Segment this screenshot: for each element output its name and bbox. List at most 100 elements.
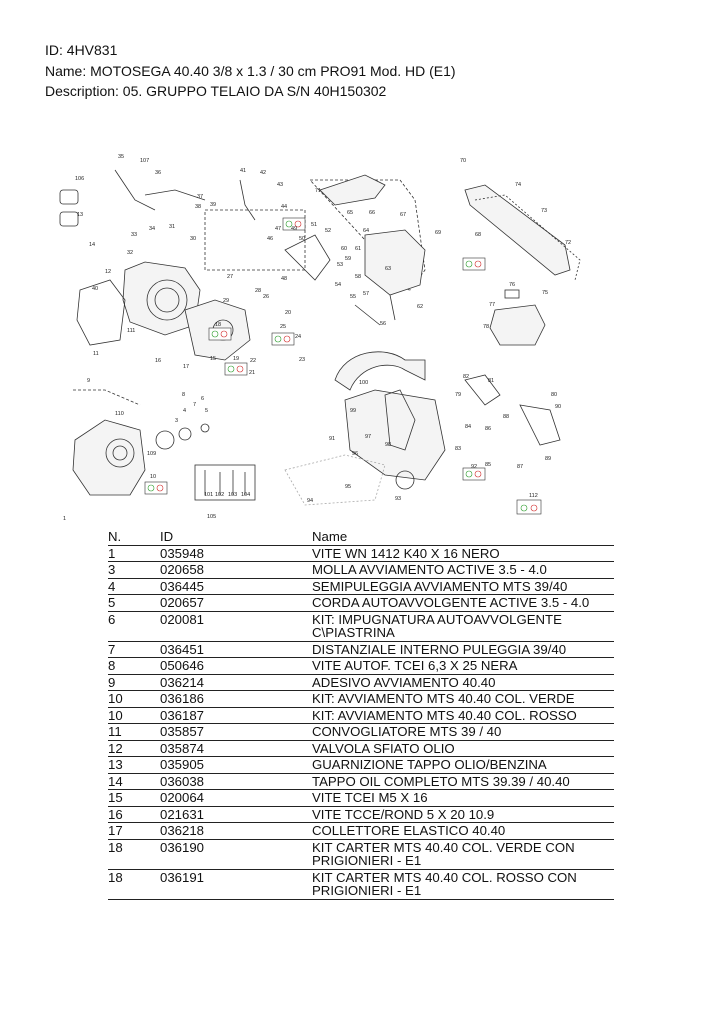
- cell-name: KIT: IMPUGNATURA AUTOAVVOLGENTE C\PIASTR…: [312, 611, 614, 642]
- callout-20: 20: [285, 310, 291, 316]
- cell-n: 3: [108, 561, 160, 579]
- callout-90: 90: [555, 404, 561, 410]
- callout-46: 46: [267, 236, 273, 242]
- callout-22: 22: [250, 358, 256, 364]
- callout-43: 43: [277, 182, 283, 188]
- part-name: Name: MOTOSEGA 40.40 3/8 x 1.3 / 30 cm P…: [45, 62, 456, 79]
- callout-31: 31: [169, 224, 175, 230]
- cell-n: 10: [108, 707, 160, 724]
- cell-id: 036187: [160, 707, 312, 724]
- cell-n: 5: [108, 594, 160, 612]
- callout-8: 8: [182, 392, 185, 398]
- callout-47: 47: [275, 226, 281, 232]
- air-filter-drawing: [489, 304, 546, 346]
- cell-name: VITE TCCE/ROND 5 X 20 10.9: [312, 806, 614, 823]
- cell-n: 6: [108, 611, 160, 642]
- callout-48: 48: [281, 276, 287, 282]
- cell-name: KIT CARTER MTS 40.40 COL. ROSSO CON PRIG…: [312, 869, 614, 900]
- color-swatch-45: [462, 257, 486, 271]
- callout-107: 107: [140, 158, 149, 164]
- cell-id: 021631: [160, 806, 312, 823]
- callout-53: 53: [337, 262, 343, 268]
- cell-name: KIT: AVVIAMENTO MTS 40.40 COL. VERDE: [312, 690, 614, 708]
- cell-name: GUARNIZIONE TAPPO OLIO/BENZINA: [312, 756, 614, 774]
- callout-19: 19: [233, 356, 239, 362]
- callout-111: 111: [127, 328, 135, 334]
- callout-56: 56: [380, 321, 386, 327]
- callout-65: 65: [347, 210, 353, 216]
- callout-17: 17: [183, 364, 189, 370]
- callout-74: 74: [515, 182, 521, 188]
- cell-n: 11: [108, 723, 160, 741]
- callout-50: 50: [299, 236, 305, 242]
- callout-80: 80: [551, 392, 557, 398]
- cell-n: 18: [108, 839, 160, 870]
- callout-64: 64: [363, 228, 369, 234]
- callout-34: 34: [149, 226, 155, 232]
- callout-13: 13: [77, 212, 83, 218]
- callout-39: 39: [210, 202, 216, 208]
- cell-name: MOLLA AVVIAMENTO ACTIVE 3.5 - 4.0: [312, 561, 614, 579]
- callout-88: 88: [503, 414, 509, 420]
- callout-106: 106: [75, 176, 84, 182]
- cell-name: ADESIVO AVVIAMENTO 40.40: [312, 674, 614, 691]
- part-id: ID: 4HV831: [45, 42, 118, 58]
- callout-30: 30: [190, 236, 196, 242]
- cell-n: 4: [108, 578, 160, 595]
- callout-99: 99: [350, 408, 356, 414]
- cell-id: 035874: [160, 740, 312, 757]
- cell-id: 020657: [160, 594, 312, 612]
- callout-112: 112: [529, 493, 538, 499]
- callout-81: 81: [488, 378, 494, 384]
- handle-housing-drawing: [344, 389, 446, 481]
- cell-id: 035905: [160, 756, 312, 774]
- callout-63: 63: [385, 266, 391, 272]
- cell-name: TAPPO OIL COMPLETO MTS 39.39 / 40.40: [312, 773, 614, 790]
- callout-9: 9: [87, 378, 90, 384]
- callout-54: 54: [335, 282, 341, 288]
- cell-n: 13: [108, 756, 160, 774]
- callout-40: 40: [92, 286, 98, 292]
- cell-n: 18: [108, 869, 160, 900]
- cell-name: CONVOGLIATORE MTS 39 / 40: [312, 723, 614, 741]
- callout-104: 104: [241, 492, 250, 498]
- cell-name: KIT: AVVIAMENTO MTS 40.40 COL. ROSSO: [312, 707, 614, 724]
- cell-name: DISTANZIALE INTERNO PULEGGIA 39/40: [312, 641, 614, 658]
- callout-67: 67: [400, 212, 406, 218]
- cell-id: 036214: [160, 674, 312, 691]
- callout-92: 92: [471, 464, 477, 470]
- color-swatch-19: [224, 362, 248, 376]
- color-swatch-10: [144, 481, 168, 495]
- cell-name: VITE WN 1412 K40 X 16 NERO: [312, 545, 614, 562]
- color-swatch-112: [516, 499, 542, 515]
- tool-kit-box: [194, 464, 256, 501]
- part-description: Description: 05. GRUPPO TELAIO DA S/N 40…: [45, 83, 387, 99]
- chain-brake-lever-drawing: [319, 174, 386, 206]
- callout-71: 71: [315, 188, 321, 194]
- callout-57: 57: [363, 291, 369, 297]
- callout-6: 6: [201, 396, 204, 402]
- callout-33: 33: [131, 232, 137, 238]
- cell-name: KIT CARTER MTS 40.40 COL. VERDE CON PRIG…: [312, 839, 614, 870]
- callout-37: 37: [197, 194, 203, 200]
- callout-14: 14: [89, 242, 95, 248]
- cell-n: 16: [108, 806, 160, 823]
- callout-3: 3: [175, 418, 178, 424]
- callout-62: 62: [417, 304, 423, 310]
- callout-35: 35: [118, 154, 124, 160]
- callout-59: 59: [345, 256, 351, 262]
- cell-id: 036191: [160, 869, 312, 900]
- callout-16: 16: [155, 358, 161, 364]
